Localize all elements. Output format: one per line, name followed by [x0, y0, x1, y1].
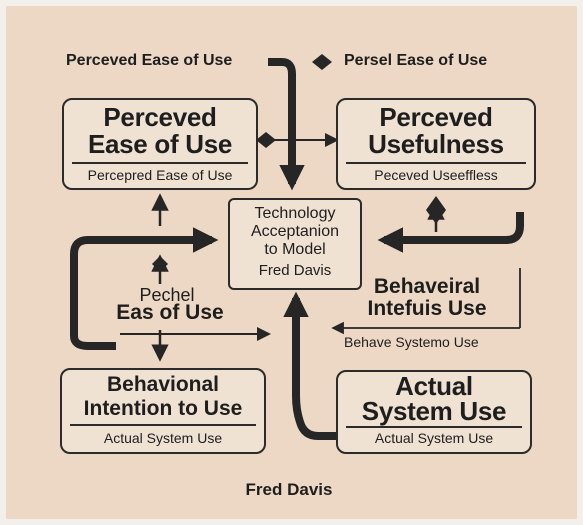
left-mid-label-line-1: Pechel	[139, 285, 195, 305]
perceived-usefulness-title-1: Perceved	[379, 102, 493, 132]
right-small-label: Behave Systemo Use	[344, 334, 479, 350]
top-right-label: Persel Ease of Use	[344, 52, 488, 69]
perceived-usefulness-divider	[346, 162, 526, 164]
actual-system-use-divider	[346, 426, 522, 428]
perceived-ease-of-use-box	[62, 98, 258, 190]
actual-system-use-box	[336, 370, 532, 454]
right-mid-label-line-1: Behaveiral	[373, 275, 481, 298]
actual-system-use-subtitle: Actual System Use	[374, 430, 494, 446]
behavioral-intention-title-1: Behavional	[106, 373, 220, 396]
thick-arrow-bottom-up	[283, 291, 336, 440]
center-line-4: Fred Davis	[258, 262, 332, 279]
behavioral-intention-subtitle: Actual System Use	[103, 430, 223, 446]
center-line-2: Acceptanion	[250, 223, 340, 240]
actual-system-use-title-2: System Use	[361, 396, 507, 426]
center-line-3: to Model	[264, 241, 326, 258]
perceived-ease-of-use-title-1: Perceved	[103, 102, 217, 132]
diamond-connector-pu	[426, 196, 446, 224]
left-mid-label-line-2: Eas of Use	[116, 301, 224, 324]
perceived-ease-of-use-title-2: Ease of Use	[87, 129, 233, 159]
perceived-usefulness-title-2: Usefulness	[368, 129, 504, 159]
behavioral-intention-divider	[70, 424, 256, 426]
technology-acceptance-model-box	[228, 198, 362, 290]
diamond-connector-peou	[256, 132, 276, 148]
diamond-connector-left	[152, 256, 168, 272]
thick-arrow-left-loop-tail	[70, 335, 116, 350]
perceived-ease-of-use-subtitle: Percepred Ease of Use	[87, 167, 233, 183]
perceived-usefulness-box	[336, 98, 536, 190]
perceived-usefulness-subtitle: Peceved Useeffless	[374, 167, 498, 183]
thick-arrow-top-down	[268, 58, 305, 191]
top-left-label: Perceved Ease of Use	[66, 52, 233, 69]
actual-system-use-title-1: Actual	[395, 371, 473, 401]
right-mid-label-line-2: Intefuis Use	[367, 297, 487, 320]
center-line-1: Technology	[254, 205, 336, 222]
footer-author: Fred Davis	[245, 480, 333, 499]
behavioral-intention-title-2: Intention to Use	[83, 397, 243, 420]
behavioral-intention-box	[60, 368, 266, 454]
thick-arrow-right-loop	[377, 212, 524, 253]
thick-arrow-left-loop	[70, 227, 219, 336]
perceived-ease-of-use-divider	[72, 162, 248, 164]
diamond-connector-top-right	[312, 54, 332, 70]
